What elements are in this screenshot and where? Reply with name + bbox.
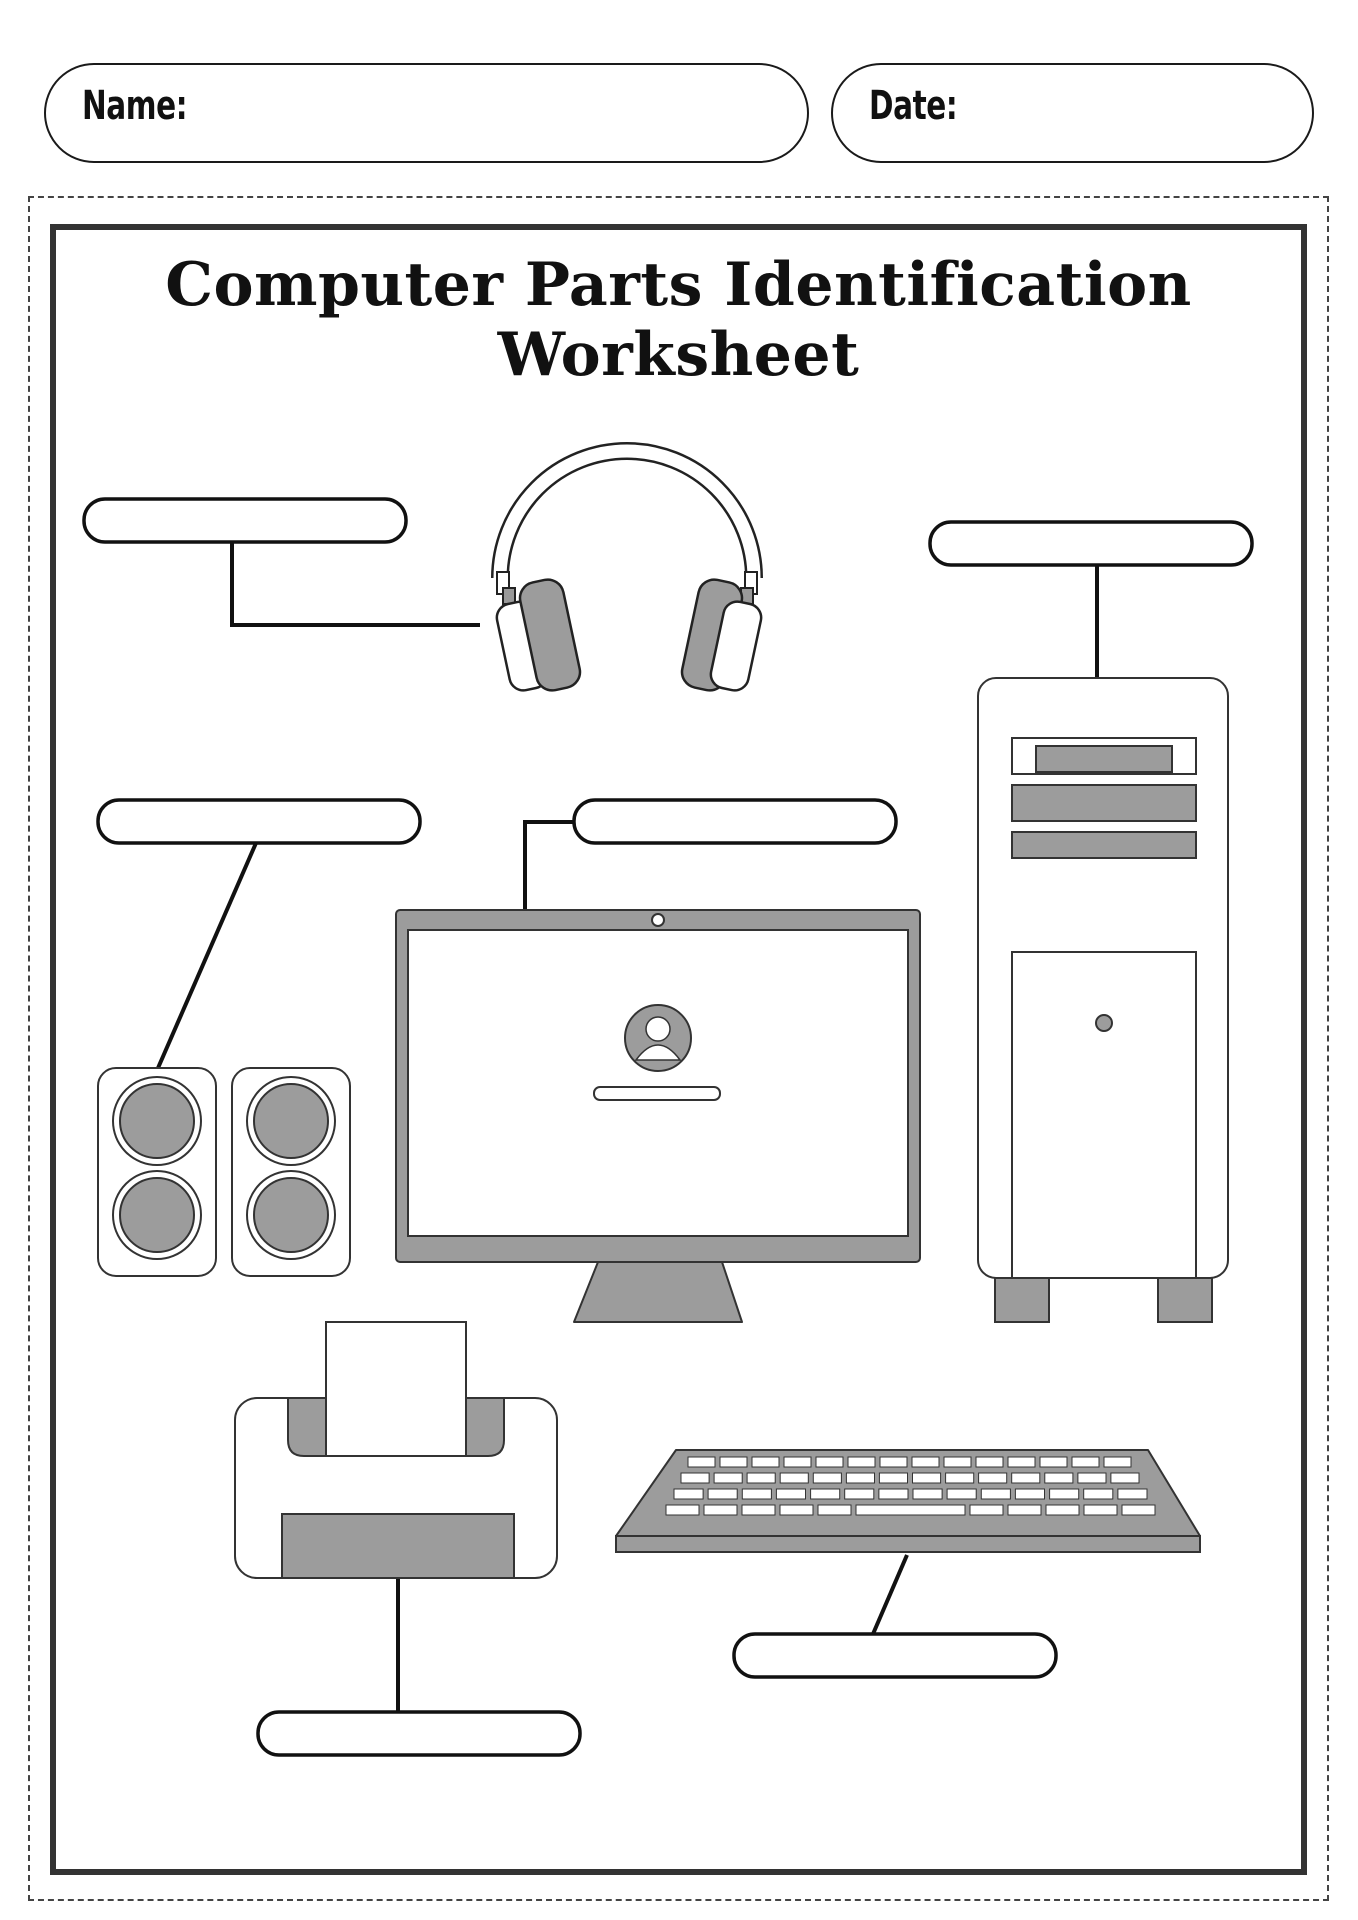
monitor-icon: [395, 909, 921, 1323]
headphones-icon: [491, 442, 763, 692]
keyboard-key: [1071, 1456, 1100, 1468]
keyboard-key: [783, 1456, 812, 1468]
answer-box-printer[interactable]: [256, 1710, 582, 1757]
keyboard-key: [1039, 1456, 1068, 1468]
keyboard-key: [1121, 1504, 1156, 1516]
keyboard-key: [703, 1504, 738, 1516]
keyboard-key: [746, 1472, 776, 1484]
keyboard-key: [713, 1472, 743, 1484]
keyboard-key: [1007, 1456, 1036, 1468]
keyboard-key: [847, 1456, 876, 1468]
keyboard-key: [812, 1472, 842, 1484]
keyboard-key: [817, 1504, 852, 1516]
keyboard-key: [1049, 1488, 1080, 1500]
keyboard-key: [687, 1456, 716, 1468]
keyboard-key: [980, 1488, 1011, 1500]
keyboard-key: [946, 1488, 977, 1500]
keyboard-key: [945, 1472, 975, 1484]
keyboard-key: [878, 1472, 909, 1484]
date-field[interactable]: Date:: [831, 63, 1314, 163]
keyboard-key: [779, 1472, 809, 1484]
keyboard-key: [844, 1488, 875, 1500]
leader-line-headphones: [230, 542, 480, 627]
name-label: Name:: [82, 83, 188, 129]
keyboard-key: [751, 1456, 780, 1468]
leader-line-speakers: [156, 842, 258, 1069]
keyboard-key: [969, 1504, 1004, 1516]
keyboard-key: [719, 1456, 748, 1468]
printer-icon: [234, 1321, 558, 1579]
keyboard-key: [1014, 1488, 1046, 1500]
keyboard-key: [1110, 1472, 1140, 1484]
keyboard-key: [912, 1472, 942, 1484]
keyboard-key: [878, 1488, 909, 1500]
keyboard-key: [1077, 1472, 1107, 1484]
keyboard-key: [680, 1472, 710, 1484]
speakers-icon: [97, 1067, 351, 1277]
leader-line-keyboard: [871, 1554, 909, 1635]
worksheet-title: Computer Parts Identification Worksheet: [165, 250, 1192, 390]
answer-box-headphones[interactable]: [82, 497, 408, 544]
keyboard-key: [911, 1456, 940, 1468]
leader-line-monitor: [523, 820, 574, 910]
keyboard-key: [673, 1488, 704, 1500]
keyboard-key: [1083, 1488, 1114, 1500]
answer-box-speakers[interactable]: [96, 798, 422, 845]
keyboard-key: [978, 1472, 1008, 1484]
keyboard-key: [1117, 1488, 1148, 1500]
keyboard-key: [1044, 1472, 1074, 1484]
keyboard-key: [810, 1488, 841, 1500]
keyboard-key: [707, 1488, 738, 1500]
worksheet-frame: [50, 224, 1307, 1875]
answer-box-tower[interactable]: [928, 520, 1254, 567]
keyboard-key: [815, 1456, 844, 1468]
keyboard-key: [855, 1504, 966, 1516]
keyboard-key: [975, 1456, 1004, 1468]
keyboard-key: [879, 1456, 908, 1468]
keyboard-key: [1045, 1504, 1080, 1516]
keyboard-key: [741, 1504, 776, 1516]
keyboard-icon: [615, 1449, 1201, 1553]
keyboard-key: [779, 1504, 814, 1516]
keyboard-key: [665, 1504, 700, 1516]
date-label: Date:: [869, 83, 958, 129]
keyboard-key: [1083, 1504, 1118, 1516]
keyboard-key: [943, 1456, 972, 1468]
keyboard-key: [1103, 1456, 1132, 1468]
answer-box-keyboard[interactable]: [732, 1632, 1058, 1679]
answer-box-monitor[interactable]: [572, 798, 898, 845]
keyboard-key: [1011, 1472, 1041, 1484]
cpu-tower-icon: [977, 677, 1229, 1323]
keyboard-key: [741, 1488, 772, 1500]
name-field[interactable]: Name:: [44, 63, 809, 163]
keyboard-key: [912, 1488, 943, 1500]
worksheet-dashed-border: [28, 196, 1329, 1901]
keyboard-key: [775, 1488, 807, 1500]
keyboard-key: [1007, 1504, 1042, 1516]
keyboard-key: [845, 1472, 876, 1484]
